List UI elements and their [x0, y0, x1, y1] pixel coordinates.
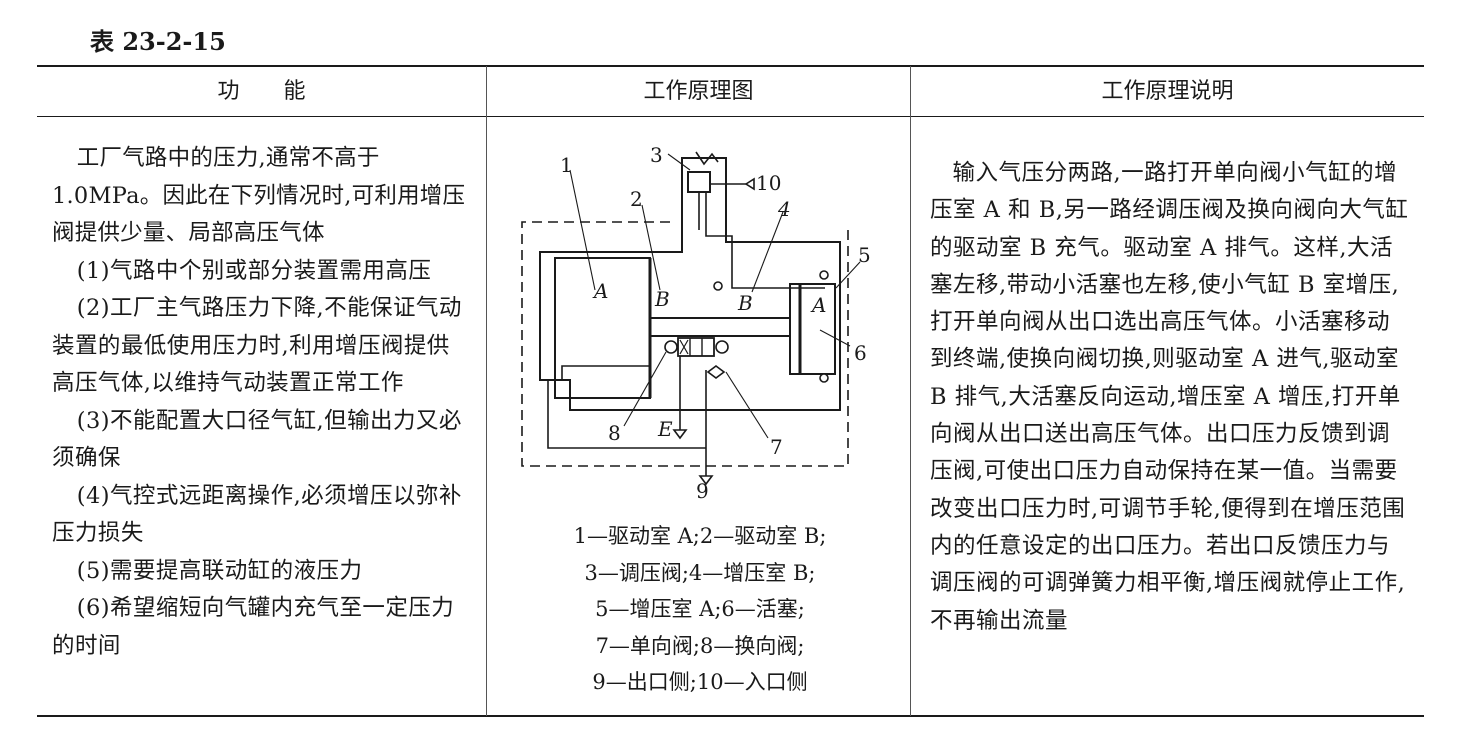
- table-bottom-rule: [37, 715, 1424, 717]
- header-function: 功 能: [217, 79, 306, 104]
- valve-body-outline: [539, 157, 841, 411]
- header-diagram: 工作原理图: [643, 79, 754, 104]
- label-5: 5: [858, 243, 871, 267]
- function-item-1: (1)气路中个别或部分装置需用高压: [76, 257, 432, 284]
- piston-rod: [649, 317, 791, 337]
- label-6: 6: [854, 341, 867, 365]
- directional-valve: [677, 337, 715, 357]
- label-7: 7: [770, 435, 783, 459]
- header-rule: [37, 116, 1424, 117]
- outlet-triangle: [698, 475, 714, 486]
- function-intro: 工厂气路中的压力,通常不高于1.0MPa。因此在下列情况时,可利用增压阀提供少量…: [52, 145, 466, 246]
- label-A-right: A: [810, 293, 826, 317]
- exhaust-triangle: [672, 429, 688, 440]
- explanation-text: 输入气压分两路,一路打开单向阀小气缸的增压室 A 和 B,另一路经调压阀及换向阀…: [930, 160, 1409, 634]
- regulator-spring: [695, 151, 719, 166]
- booster-valve-diagram: 1 2 3 4 5 6 7 8 9 10 A B B A E: [521, 143, 871, 503]
- column-divider-1: [486, 66, 487, 716]
- legend-line-2: 3—调压阀;4—增压室 B;: [584, 560, 816, 585]
- check-valve-bottom: [819, 373, 829, 383]
- legend-line-5: 9—出口侧;10—入口侧: [592, 670, 808, 694]
- function-column: 工厂气路中的压力,通常不高于1.0MPa。因此在下列情况时,可利用增压阀提供少量…: [52, 140, 472, 665]
- internal-passage: [705, 192, 825, 289]
- function-item-2: (2)工厂主气路压力下降,不能保证气动装置的最低使用压力时,利用增压阀提供高压气…: [52, 295, 462, 396]
- feedback-line: [547, 365, 706, 449]
- table-top-rule: [37, 65, 1424, 67]
- header-explanation: 工作原理说明: [1101, 79, 1234, 104]
- label-1: 1: [560, 153, 573, 177]
- label-A-left: A: [592, 279, 608, 303]
- legend-line-4: 7—单向阀;8—换向阀;: [595, 633, 805, 658]
- label-9: 9: [696, 479, 709, 503]
- legend-line-1: 1—驱动室 A;2—驱动室 B;: [573, 524, 827, 548]
- legend-line-3: 5—增压室 A;6—活塞;: [595, 597, 805, 621]
- dashed-envelope: [521, 221, 849, 467]
- label-2: 2: [630, 187, 643, 211]
- table-caption: 表 23-2-15: [90, 27, 226, 56]
- check-valve-top: [819, 270, 829, 280]
- function-item-3: (3)不能配置大口径气缸,但输出力又必须确保: [52, 407, 462, 472]
- check-valve-7: [706, 365, 726, 379]
- diagram-legend: 1—驱动室 A;2—驱动室 B; 3—调压阀;4—增压室 B; 5—增压室 A;…: [500, 518, 900, 701]
- label-B-left: B: [654, 287, 670, 311]
- label-3: 3: [650, 143, 663, 167]
- column-divider-2: [910, 66, 911, 716]
- label-B-right: B: [737, 291, 753, 315]
- valve-knob-right: [715, 340, 729, 354]
- label-8: 8: [608, 421, 621, 445]
- function-item-5: (5)需要提高联动缸的液压力: [76, 557, 363, 584]
- label-4: 4: [777, 197, 791, 221]
- label-E: E: [657, 417, 673, 441]
- valve-knob-left: [664, 340, 678, 354]
- function-item-6: (6)希望缩短向气罐内充气至一定压力的时间: [52, 595, 455, 659]
- regulator-valve: [687, 171, 711, 193]
- port-circle: [713, 281, 723, 291]
- inlet-triangle: [744, 177, 755, 191]
- label-10: 10: [756, 171, 781, 195]
- leader-lines: [569, 153, 861, 439]
- function-item-4: (4)气控式远距离操作,必须增压以弥补压力损失: [52, 482, 462, 547]
